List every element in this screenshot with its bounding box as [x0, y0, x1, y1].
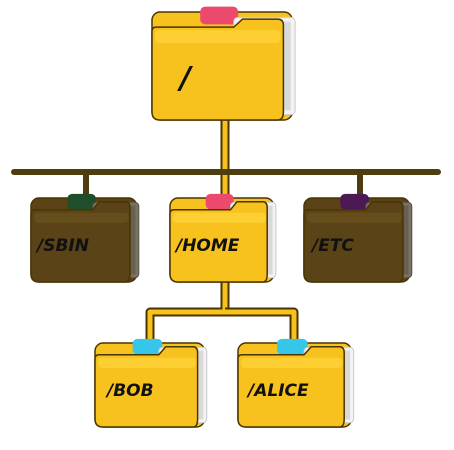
folder-icon [303, 193, 413, 283]
folder-alice[interactable]: /ALICE [237, 338, 355, 428]
folder-label-alice: /ALICE [246, 381, 309, 401]
folder-label-root: / [177, 61, 194, 96]
folder-icon [94, 338, 208, 428]
folder-root[interactable]: / [151, 6, 296, 121]
folder-sbin[interactable]: /SBIN [30, 193, 140, 283]
folder-bob[interactable]: /BOB [94, 338, 208, 428]
folder-home[interactable]: /HOME [169, 193, 277, 283]
folder-tab [205, 193, 234, 210]
folder-tab [276, 338, 308, 355]
folder-tab [340, 193, 369, 210]
folder-icon [151, 6, 296, 121]
tree-connectors [11, 113, 441, 345]
folder-etc[interactable]: /ETC [303, 193, 413, 283]
folder-icon [169, 193, 277, 283]
folder-tab [132, 338, 163, 355]
folder-label-home: /HOME [174, 236, 240, 256]
folder-tab [200, 6, 239, 25]
folder-label-bob: /BOB [105, 381, 154, 401]
folder-label-etc: /ETC [310, 236, 354, 256]
folder-tab [67, 193, 96, 210]
folder-label-sbin: /SBIN [35, 236, 89, 256]
folder-icon [237, 338, 355, 428]
folder-icon [30, 193, 140, 283]
